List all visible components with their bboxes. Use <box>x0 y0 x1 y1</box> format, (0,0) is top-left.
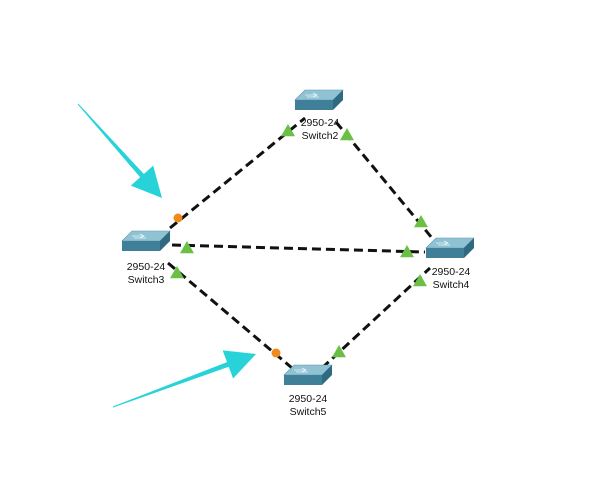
switch-icon <box>425 237 475 258</box>
switches: 2950-24Switch22950-24Switch32950-24Switc… <box>121 89 475 418</box>
switch-model-label: 2950-24 <box>301 117 340 129</box>
switch-name-label: Switch3 <box>128 274 165 286</box>
switch-icon <box>283 364 333 385</box>
annotation-arrow-2 <box>112 350 256 408</box>
switch-icon <box>121 230 171 251</box>
active-port-indicator-switch5 <box>332 345 346 358</box>
switch-icon <box>294 89 344 110</box>
link-switch5-switch4[interactable] <box>320 266 432 370</box>
switch-name-label: Switch2 <box>302 130 339 142</box>
link-switch3-switch2[interactable] <box>169 116 306 230</box>
blocked-port-indicator-switch3 <box>173 213 183 223</box>
active-port-indicator-switch3 <box>170 266 184 279</box>
active-port-indicator-switch4 <box>400 245 414 258</box>
active-port-indicator-switch2 <box>281 124 295 137</box>
link-switch2-switch4[interactable] <box>334 121 434 239</box>
switch-model-label: 2950-24 <box>127 261 166 273</box>
links <box>167 116 434 370</box>
switch-model-label: 2950-24 <box>432 266 471 278</box>
active-port-indicator-switch4 <box>414 215 428 228</box>
active-port-indicator-switch2 <box>340 128 354 141</box>
switch-name-label: Switch4 <box>433 279 470 291</box>
annotation-arrows <box>77 103 256 408</box>
port-indicators <box>170 124 428 358</box>
switch-name-label: Switch5 <box>290 406 327 418</box>
switch-model-label: 2950-24 <box>289 393 328 405</box>
active-port-indicator-switch3 <box>180 241 194 254</box>
link-switch3-switch4[interactable] <box>171 243 426 254</box>
annotation-arrow-1 <box>77 103 162 198</box>
active-port-indicator-switch4 <box>413 274 427 287</box>
blocked-port-indicator-switch5 <box>271 348 281 358</box>
